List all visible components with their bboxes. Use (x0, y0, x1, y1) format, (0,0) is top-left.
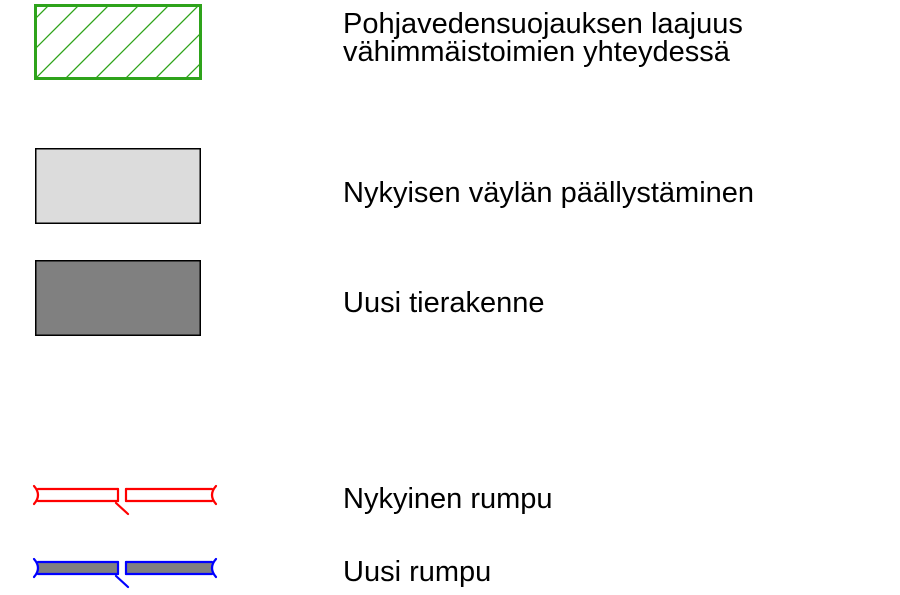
legend-label-new-culvert: Uusi rumpu (343, 556, 492, 588)
legend-label-existing-road-paving: Nykyisen väylän päällystäminen (343, 177, 755, 209)
legend-label-new-road-structure: Uusi tierakenne (343, 287, 545, 319)
red-culvert-icon (32, 484, 218, 516)
green-hatched-rectangle-icon (34, 4, 202, 80)
legend-label-groundwater-protection: Pohjavedensuojauksen laajuus vähimmäisto… (343, 8, 743, 68)
light-gray-rectangle-icon (35, 148, 201, 224)
blue-culvert-icon (32, 557, 218, 589)
legend-label-existing-culvert: Nykyinen rumpu (343, 483, 553, 515)
dark-gray-rectangle-icon (35, 260, 201, 336)
